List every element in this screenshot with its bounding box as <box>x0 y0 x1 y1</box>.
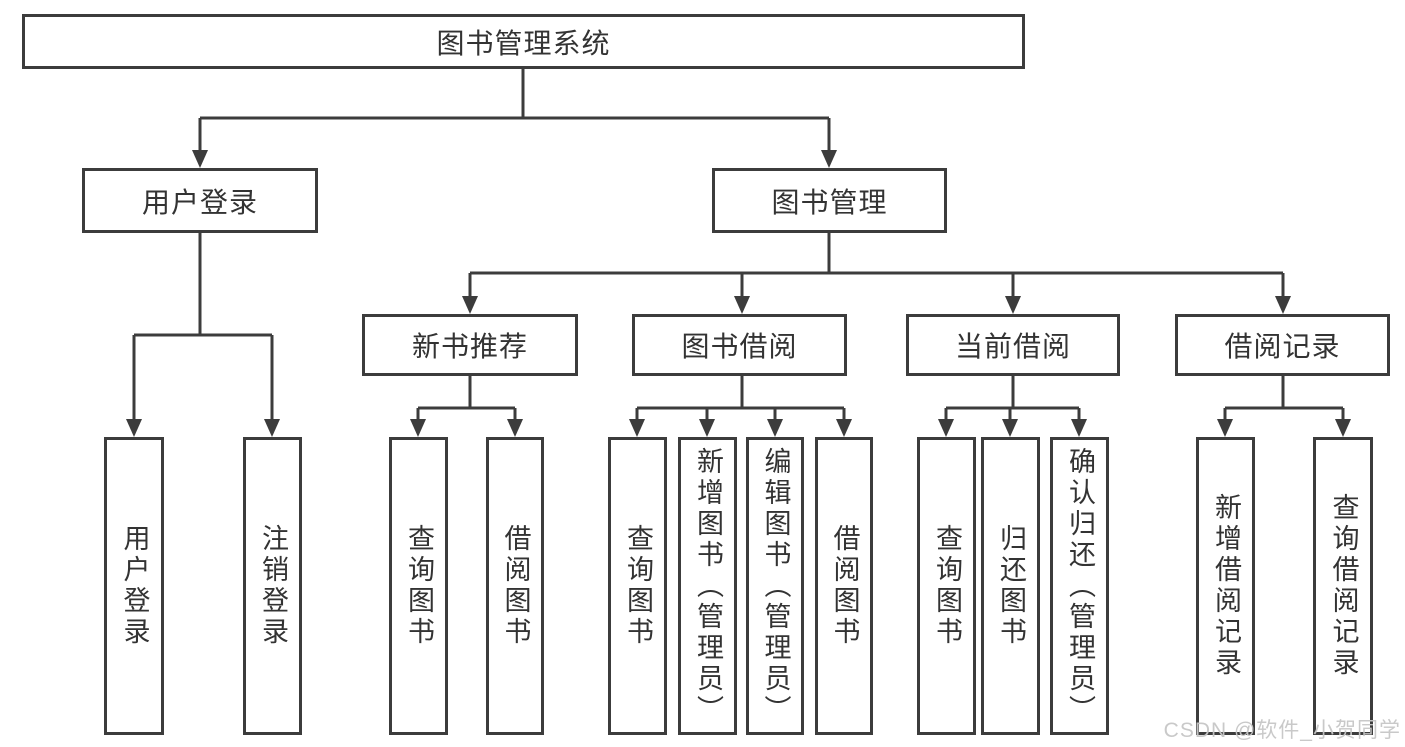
node-library-system-label: 图书管理系统 <box>436 27 611 59</box>
node-edit-books-admin: 编辑图书（管理员） <box>746 437 804 735</box>
node-user-login-label: 用户登录 <box>141 186 258 218</box>
node-borrowing-records-label: 借阅记录 <box>1224 331 1341 362</box>
node-borrowing-borrow-books-label: 借阅图书 <box>829 524 860 648</box>
node-recommend-query-books: 查询图书 <box>389 437 448 735</box>
node-recommend-borrow-books-label: 借阅图书 <box>500 524 531 648</box>
node-new-book-recommendation: 新书推荐 <box>362 314 578 376</box>
node-current-query-books-label: 查询图书 <box>932 524 962 648</box>
node-edit-books-admin-label: 编辑图书（管理员） <box>760 446 791 726</box>
node-book-management: 图书管理 <box>712 168 947 233</box>
node-logout-leaf: 注销登录 <box>243 437 302 735</box>
node-borrowing-records: 借阅记录 <box>1175 314 1390 376</box>
node-add-borrow-record-label: 新增借阅记录 <box>1211 493 1241 679</box>
node-confirm-return-admin-label: 确认归还（管理员） <box>1065 446 1095 726</box>
node-recommend-query-books-label: 查询图书 <box>404 524 434 648</box>
node-login-leaf: 用户登录 <box>104 437 164 735</box>
node-borrowing-query-books: 查询图书 <box>608 437 667 735</box>
node-current-query-books: 查询图书 <box>917 437 976 735</box>
node-user-login: 用户登录 <box>82 168 318 233</box>
node-add-books-admin: 新增图书（管理员） <box>678 437 737 735</box>
node-current-borrowing-label: 当前借阅 <box>954 331 1071 362</box>
node-return-books: 归还图书 <box>981 437 1040 735</box>
node-query-borrow-record-label: 查询借阅记录 <box>1328 493 1359 679</box>
node-book-borrowing-label: 图书借阅 <box>681 331 798 362</box>
node-add-borrow-record: 新增借阅记录 <box>1196 437 1255 735</box>
node-current-borrowing: 当前借阅 <box>906 314 1120 376</box>
node-confirm-return-admin: 确认归还（管理员） <box>1050 437 1109 735</box>
node-query-borrow-record: 查询借阅记录 <box>1313 437 1373 735</box>
node-recommend-borrow-books: 借阅图书 <box>486 437 544 735</box>
node-login-leaf-label: 用户登录 <box>119 524 150 648</box>
watermark: CSDN @软件_小贺同学 <box>1163 719 1401 742</box>
node-borrowing-borrow-books: 借阅图书 <box>815 437 873 735</box>
arrowheads <box>126 150 1351 437</box>
node-book-management-label: 图书管理 <box>771 186 888 218</box>
node-borrowing-query-books-label: 查询图书 <box>623 524 653 648</box>
node-add-books-admin-label: 新增图书（管理员） <box>693 446 723 726</box>
node-new-book-recommendation-label: 新书推荐 <box>411 331 528 362</box>
node-library-system: 图书管理系统 <box>22 14 1025 69</box>
node-book-borrowing: 图书借阅 <box>632 314 847 376</box>
node-logout-leaf-label: 注销登录 <box>258 524 288 648</box>
node-return-books-label: 归还图书 <box>996 524 1026 648</box>
